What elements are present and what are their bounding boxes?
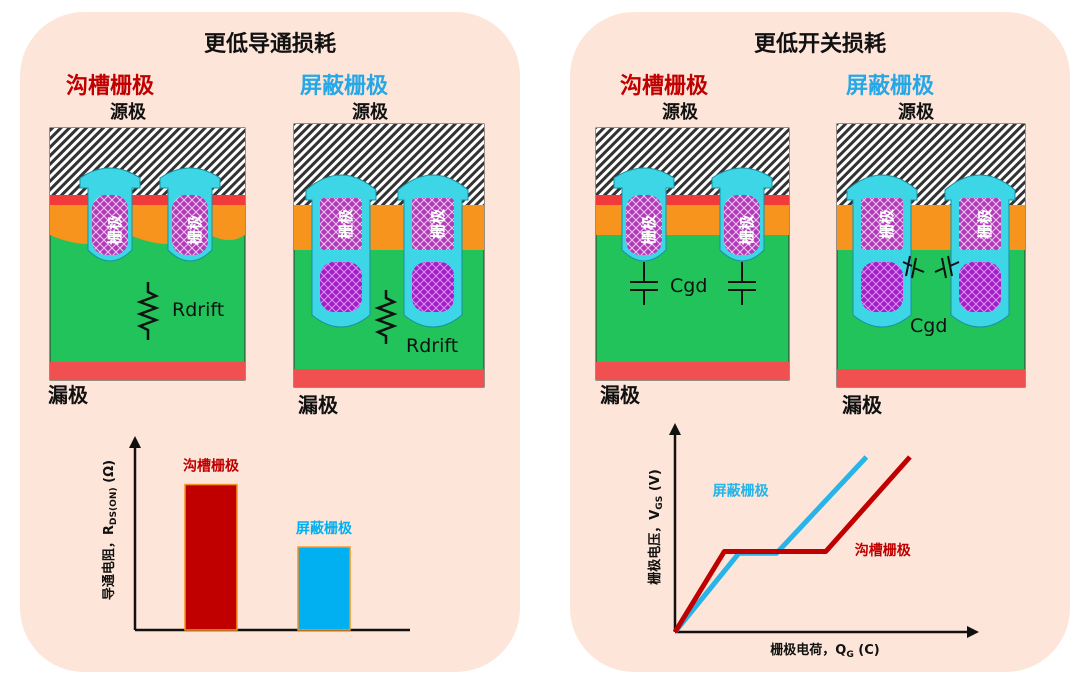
gate-shield <box>846 174 918 328</box>
bar <box>184 483 238 631</box>
gate-label: 栅极 <box>337 208 355 239</box>
shield-gate-diagram-right: 栅极 栅极 Cgd <box>836 123 1026 388</box>
gate-label: 栅极 <box>106 214 124 245</box>
source-label: 源极 <box>352 102 388 123</box>
x-axis-label: 栅极电荷，QG (C) <box>770 642 879 660</box>
y-axis-label: 栅极电压，VGS (V) <box>647 469 665 585</box>
gate-shield <box>944 174 1016 328</box>
gate-label: 栅极 <box>186 214 204 245</box>
drain-label: 漏极 <box>48 383 88 407</box>
cgd-label: Cgd <box>670 275 707 297</box>
capacitor-icon <box>934 255 960 279</box>
shield-gate-label: 屏蔽栅极 <box>846 74 935 99</box>
x-axis-arrow <box>967 626 979 638</box>
shield-gate-diagram-left: 栅极 栅极 Rdrift <box>293 123 485 388</box>
rdrift-label: Rdrift <box>172 299 224 321</box>
resistor-icon <box>374 290 398 344</box>
source-label: 源极 <box>898 102 934 123</box>
drain-label: 漏极 <box>600 383 640 407</box>
gate-label: 栅极 <box>738 214 756 245</box>
shield-gate-label: 屏蔽栅极 <box>300 74 389 99</box>
gate-label: 栅极 <box>429 208 447 239</box>
gate-trench <box>613 167 675 262</box>
bar-label: 屏蔽栅极 <box>296 520 353 537</box>
capacitor-icon <box>902 255 925 279</box>
trench-gate-diagram-right: 栅极 栅极 Cgd <box>595 127 790 381</box>
gate-label: 栅极 <box>976 208 994 239</box>
gate-shield <box>305 174 377 328</box>
bar-label: 沟槽栅极 <box>183 458 240 475</box>
gate-trench <box>79 167 141 262</box>
source-label: 源极 <box>662 102 698 123</box>
trench-gate-label: 沟槽栅极 <box>66 74 155 99</box>
gate-shield <box>397 174 469 328</box>
source-label: 源极 <box>110 102 146 123</box>
gate-trench <box>159 167 221 262</box>
series-label: 屏蔽栅极 <box>713 483 770 500</box>
bar <box>297 546 351 631</box>
capacitor-icon <box>630 262 658 305</box>
gate-label: 栅极 <box>878 208 896 239</box>
series-label: 沟槽栅极 <box>855 542 912 559</box>
resistor-icon <box>136 282 160 340</box>
cgd-label: Cgd <box>910 315 947 337</box>
y-axis-label: 导通电阻，RDS(ON) (Ω) <box>101 460 119 600</box>
gate-trench <box>711 167 773 262</box>
trench-gate-label: 沟槽栅极 <box>620 74 709 99</box>
gate-label: 栅极 <box>640 214 658 245</box>
trench-gate-diagram-left: 栅极 栅极 Rdrift <box>49 127 246 381</box>
panel-title: 更低开关损耗 <box>753 32 886 57</box>
drain-label: 漏极 <box>298 393 338 417</box>
series-line <box>672 455 912 634</box>
series-line <box>673 455 869 634</box>
y-axis-arrow <box>669 423 681 435</box>
capacitor-icon <box>728 262 756 305</box>
y-axis-arrow <box>129 436 141 448</box>
rdrift-label: Rdrift <box>406 335 458 357</box>
panel-title: 更低导通损耗 <box>203 32 336 57</box>
drain-label: 漏极 <box>842 393 882 417</box>
